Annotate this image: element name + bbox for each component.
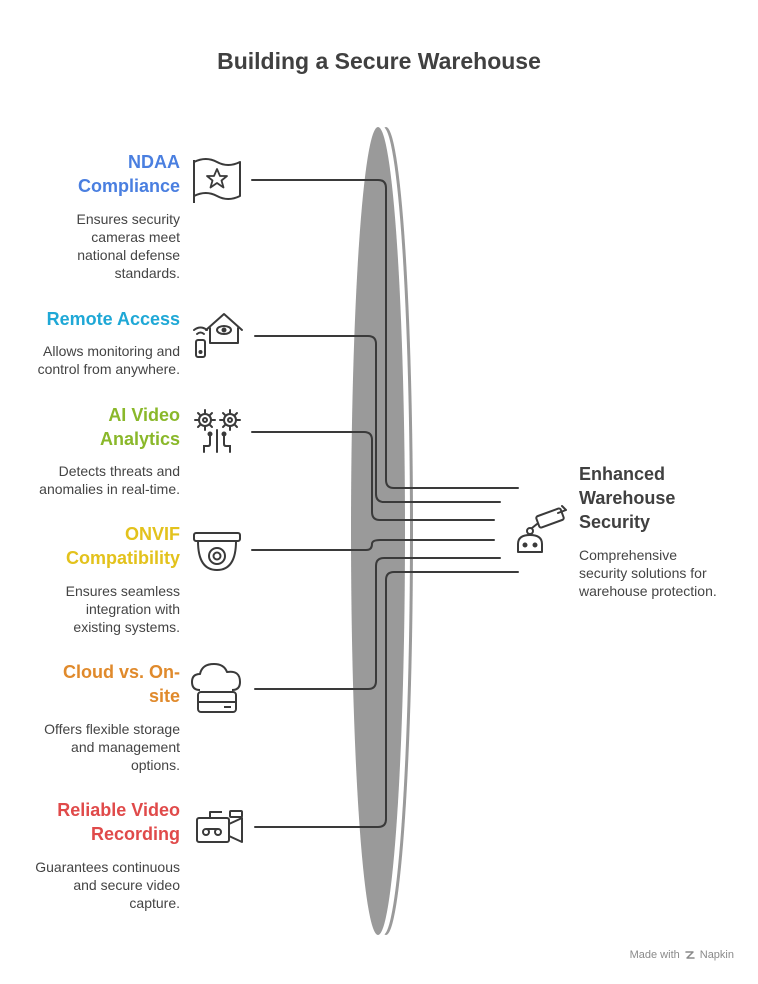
item-title-line: Remote Access [46,309,180,329]
item-title-line: site [148,686,180,706]
connector-onvif [251,539,495,551]
connector-ndaa [251,179,519,489]
item-title-line: Analytics [99,429,180,449]
center-desc-line: warehouse protection. [579,583,717,599]
item-desc-line: capture. [129,895,180,911]
security-camera-robot-icon [517,505,567,553]
item-desc-line: and management [71,739,180,755]
page-title: Building a Secure Warehouse [217,48,541,74]
footer-brand: Napkin [699,949,734,961]
item-desc-line: options. [130,757,180,773]
lens-front [351,127,405,935]
item-desc-line: existing systems. [73,619,180,635]
item-title-line: Recording [90,824,180,844]
center-title-line: Enhanced [579,464,666,484]
item-desc-cloud: Offers flexible storage and management o… [44,720,180,774]
connector-cloud [254,557,501,690]
connector-remote [254,335,501,503]
gears-circuit-icon [194,409,241,453]
flag-star-icon [193,158,241,203]
footer-made-with: Made with [629,949,680,961]
connector-ai [251,431,495,521]
item-desc-line: anomalies in real-time. [39,481,180,497]
item-desc-line: Guarantees continuous [35,859,180,875]
item-desc-line: integration with [85,601,180,617]
napkin-logo-icon [685,951,695,959]
center-title-line: Security [579,512,651,532]
item-title-line: Compliance [77,176,180,196]
item-desc-onvif: Ensures seamless integration with existi… [66,582,180,636]
item-title-remote: Remote Access [47,307,180,331]
item-desc-line: Ensures security [76,211,180,227]
item-title-line: Cloud vs. On- [63,662,180,682]
footer-watermark: Made with Napkin [630,949,734,961]
item-desc-remote: Allows monitoring and control from anywh… [38,342,180,378]
item-title-line: AI Video [108,405,180,425]
item-title-ai: AI Video Analytics [100,403,180,451]
center-title-line: Warehouse [579,488,676,508]
center-desc: Comprehensive security solutions for war… [579,546,717,600]
item-title-recording: Reliable Video Recording [57,798,180,846]
cloud-server-icon [191,663,241,713]
item-desc-recording: Guarantees continuous and secure video c… [35,858,180,912]
smart-home-remote-icon [193,313,243,358]
item-title-cloud: Cloud vs. On- site [63,660,180,708]
item-title-line: Compatibility [65,548,180,568]
center-desc-line: Comprehensive [579,547,678,563]
item-desc-line: control from anywhere. [37,361,180,377]
video-camera-icon [196,810,243,843]
item-desc-line: Allows monitoring and [43,343,180,359]
item-desc-line: national defense [77,247,180,263]
item-desc-line: and secure video [73,877,180,893]
item-desc-line: cameras meet [91,229,180,245]
item-desc-line: Detects threats and [58,463,180,479]
item-title-line: NDAA [128,152,180,172]
item-desc-line: standards. [114,265,180,281]
dome-camera-icon [193,532,241,572]
item-desc-ndaa: Ensures security cameras meet national d… [77,210,180,282]
item-title-line: ONVIF [124,524,180,544]
center-title: Enhanced Warehouse Security [579,462,675,534]
item-desc-ai: Detects threats and anomalies in real-ti… [39,462,180,498]
center-desc-line: security solutions for [579,565,707,581]
item-desc-line: Ensures seamless [65,583,180,599]
connector-recording [254,571,519,828]
item-title-line: Reliable Video [57,800,180,820]
item-title-onvif: ONVIF Compatibility [66,522,180,570]
item-title-ndaa: NDAA Compliance [78,150,180,198]
item-desc-line: Offers flexible storage [44,721,180,737]
